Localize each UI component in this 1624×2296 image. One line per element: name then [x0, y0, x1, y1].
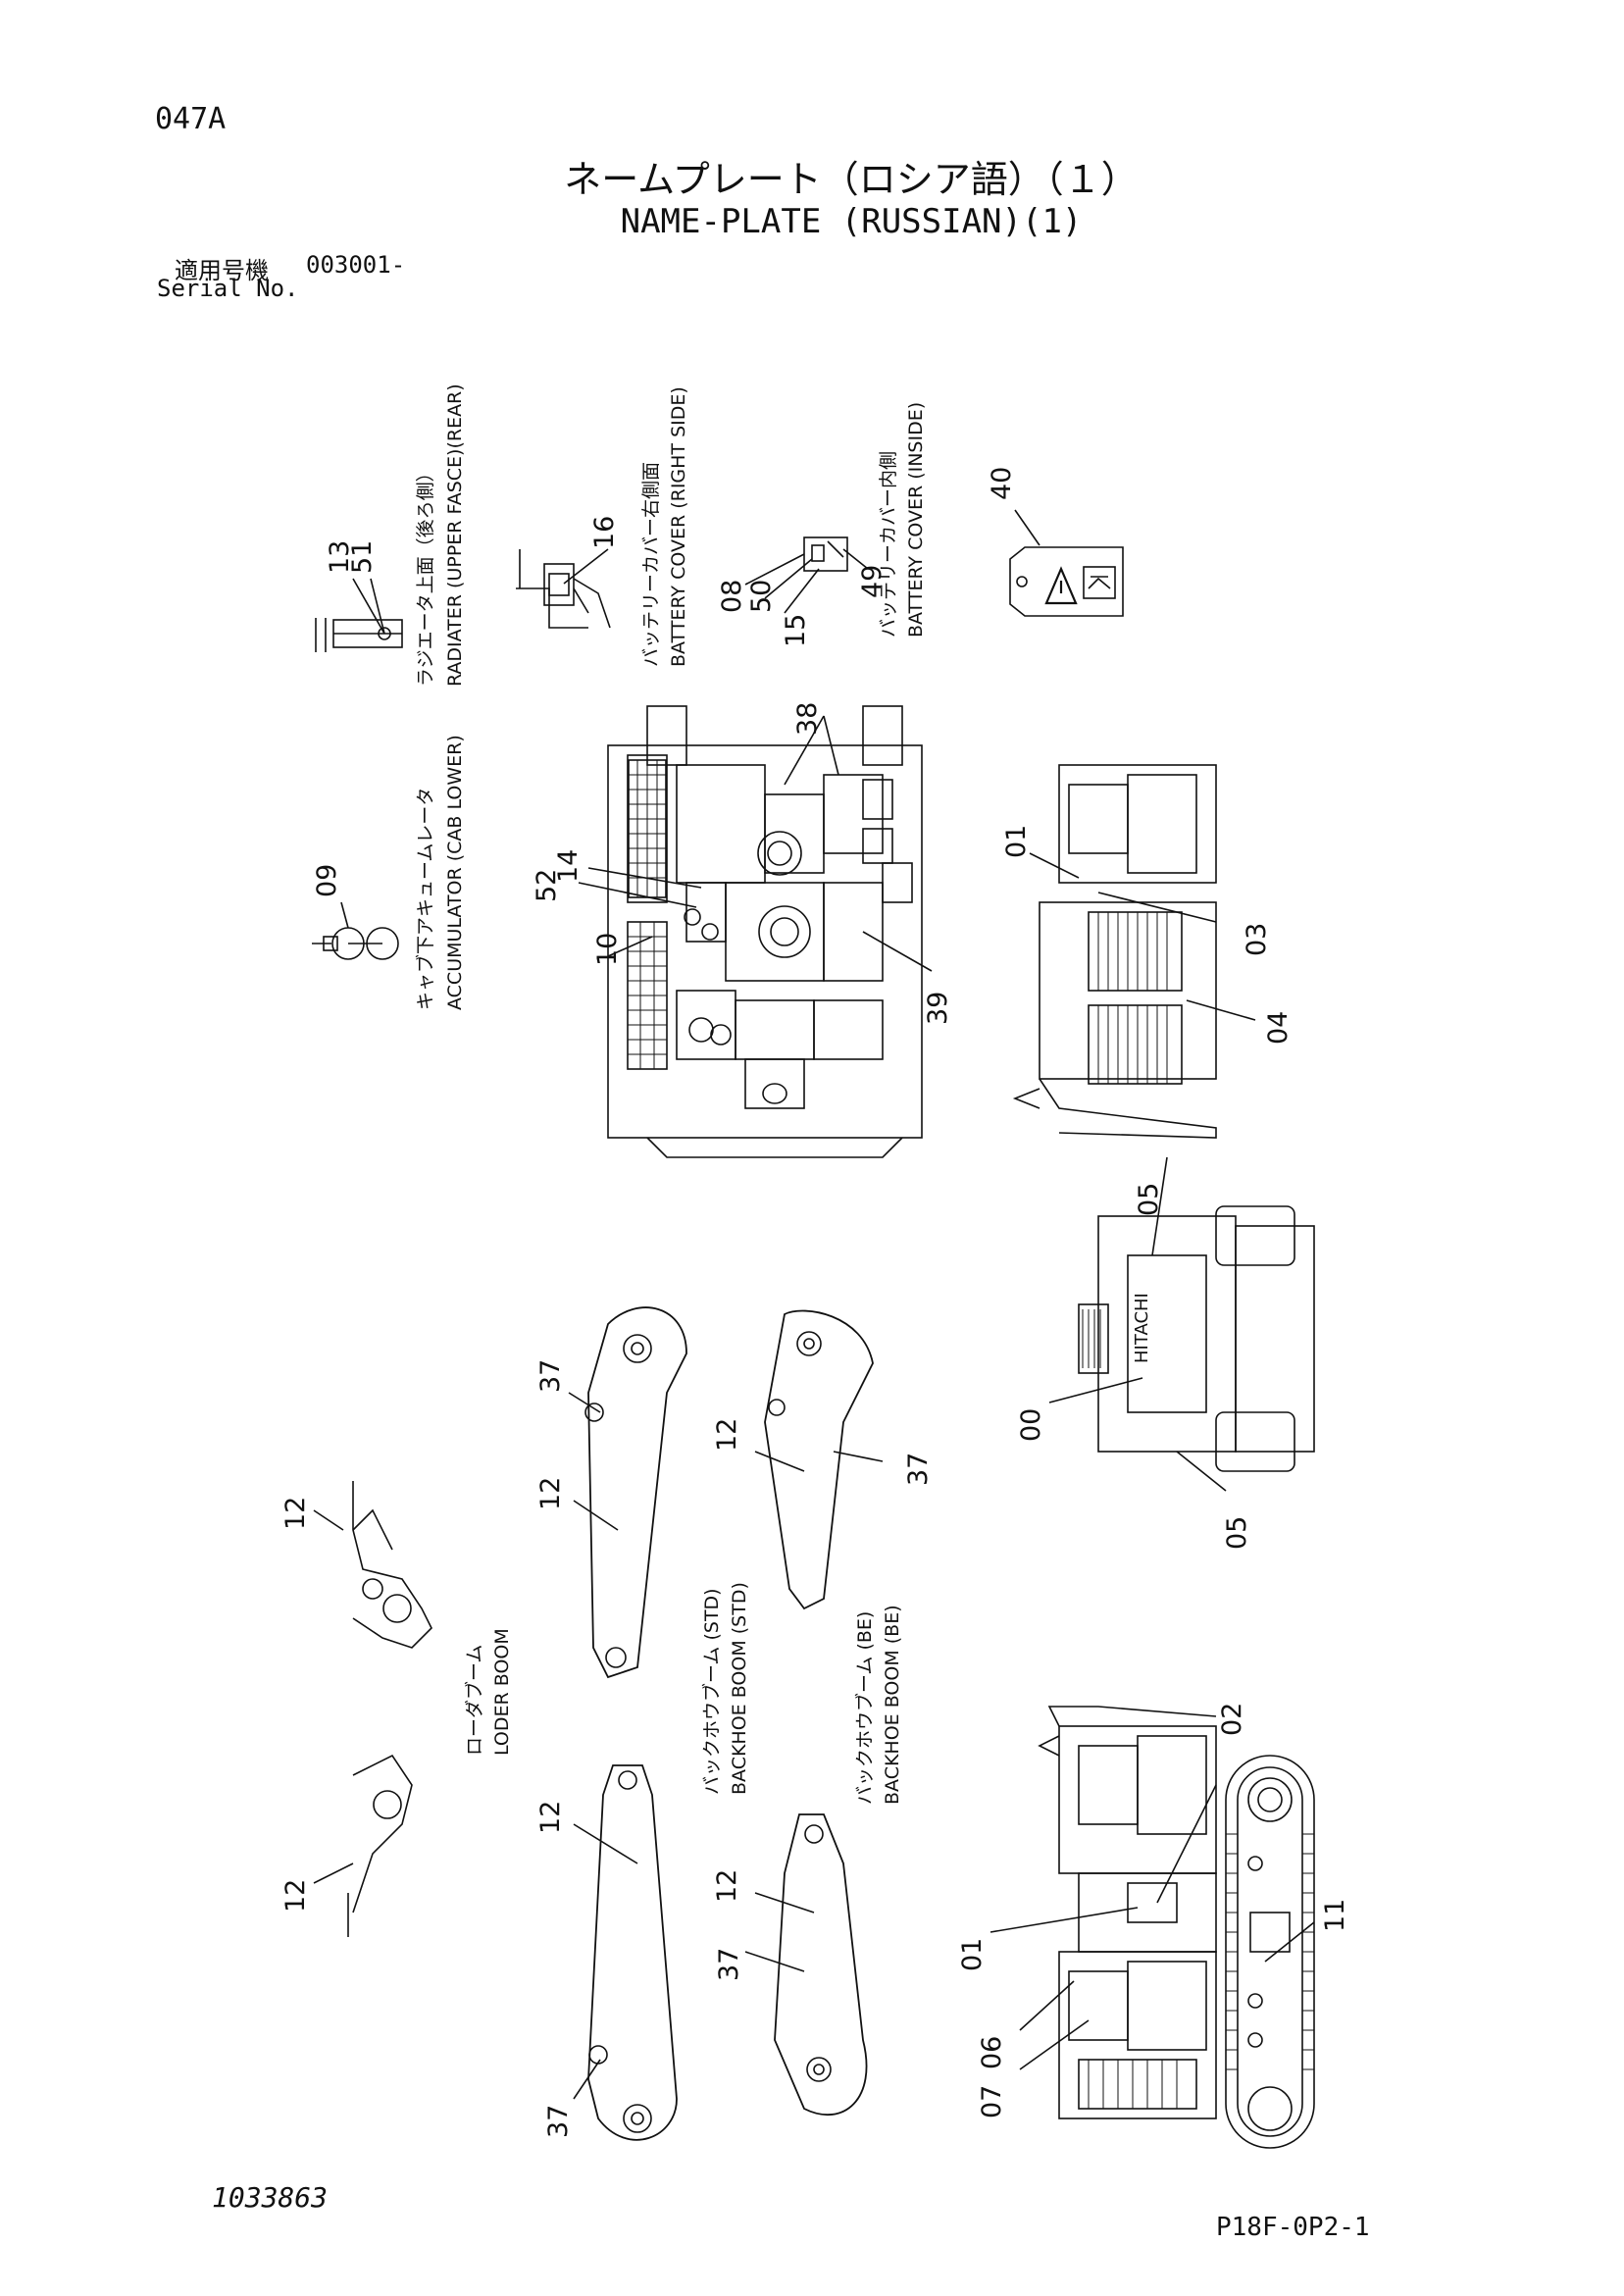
serial-label-japanese: 適用号機 — [175, 257, 269, 284]
callout-40: 40 — [987, 467, 1017, 500]
callout-07: 07 — [977, 2085, 1007, 2118]
accumulator-detail: 09 — [312, 864, 399, 960]
caption-backhoe-std-en: BACKHOE BOOM (STD) — [729, 1582, 750, 1795]
callout-49: 49 — [857, 565, 888, 598]
upper-structure-top-view: 38 52 14 10 39 — [532, 702, 953, 1158]
radiator-detail: 13 51 — [315, 540, 403, 652]
callout-04: 04 — [1263, 1011, 1294, 1045]
battery-inside-detail: 08 50 15 49 — [717, 536, 888, 647]
callout-50: 50 — [746, 580, 777, 613]
callout-09: 09 — [312, 864, 342, 897]
callout-13: 13 — [325, 540, 355, 574]
callout-37-std-upper: 37 — [535, 1359, 566, 1393]
caption-radiator: ラジエータ上面（後ろ側） RADIATER (UPPER FASCE)(REAR… — [415, 383, 466, 687]
callout-03: 03 — [1242, 923, 1272, 956]
excavator-side: 02 — [1038, 1703, 1247, 1953]
callout-10: 10 — [592, 933, 623, 966]
caption-battery-inside: バッテリーカバー内側 BATTERY COVER (INSIDE) — [878, 402, 927, 638]
warning-tag-detail: 40 — [987, 467, 1124, 617]
caption-backhoe-std-jp: バックホウブーム (STD) — [700, 1588, 723, 1795]
caption-battery-right: バッテリーカバー右側面 BATTERY COVER (RIGHT SIDE) — [640, 386, 689, 667]
callout-01-top: 01 — [1001, 825, 1032, 858]
radiator-grille — [628, 759, 667, 898]
callout-16: 16 — [589, 516, 620, 549]
page-reference: P18F-0P2-1 — [1216, 2213, 1370, 2242]
callout-37-be-upper: 37 — [903, 1453, 934, 1486]
caption-battery-inside-jp: バッテリーカバー内側 — [878, 451, 899, 638]
page-code: 047A — [155, 102, 227, 136]
backhoe-be-lower: 12 37 — [712, 1813, 868, 2117]
caption-battery-right-en: BATTERY COVER (RIGHT SIDE) — [668, 386, 689, 667]
caption-radiator-en: RADIATER (UPPER FASCE)(REAR) — [444, 383, 466, 687]
callout-12-std-upper: 12 — [535, 1477, 566, 1510]
caption-backhoe-be: バックホウブーム (BE) BACKHOE BOOM (BE) — [853, 1605, 903, 1805]
caption-backhoe-be-jp: バックホウブーム (BE) — [853, 1611, 876, 1805]
excavator-lower: 01 06 07 — [957, 1907, 1217, 2119]
side-view-machine: 01 03 04 — [1001, 764, 1294, 1139]
title-japanese: ネームプレート（ロシア語）（１） — [564, 158, 1139, 201]
loader-boom-lower: 12 — [280, 1754, 413, 1937]
rear-view-machine: HITACHI 05 00 05 — [1016, 1156, 1315, 1550]
callout-11: 11 — [1320, 1899, 1350, 1932]
caption-backhoe-std: バックホウブーム (STD) BACKHOE BOOM (STD) — [700, 1582, 750, 1795]
callout-12-be-lower: 12 — [712, 1869, 742, 1903]
loader-boom-upper: 12 — [280, 1481, 432, 1649]
caption-accumulator: キャブ下アキュームレータ ACCUMULATOR (CAB LOWER) — [414, 735, 466, 1010]
callout-52: 52 — [532, 869, 562, 902]
callout-12-std-lower: 12 — [535, 1801, 566, 1834]
serial-value: 003001- — [306, 251, 406, 279]
title-english: NAME-PLATE (RUSSIAN)(1) — [620, 202, 1083, 241]
callout-51: 51 — [347, 540, 378, 574]
callout-37-std-lower: 37 — [543, 2105, 574, 2138]
callout-12-loader-lower: 12 — [280, 1879, 311, 1913]
callout-39: 39 — [923, 992, 953, 1025]
callout-37-be-lower: 37 — [714, 1948, 744, 1981]
serial-label-english: Serial No. — [157, 275, 299, 302]
callout-00: 00 — [1016, 1408, 1046, 1442]
caption-accumulator-en: ACCUMULATOR (CAB LOWER) — [444, 735, 466, 1010]
caption-radiator-jp: ラジエータ上面（後ろ側） — [415, 463, 436, 687]
caption-battery-right-jp: バッテリーカバー右側面 — [640, 462, 662, 667]
battery-right-detail: 16 — [516, 516, 620, 629]
callout-02: 02 — [1217, 1703, 1247, 1736]
callout-01-lower: 01 — [957, 1938, 988, 1971]
callout-14: 14 — [553, 849, 584, 883]
caption-accumulator-jp: キャブ下アキュームレータ — [414, 788, 436, 1010]
caption-battery-inside-en: BATTERY COVER (INSIDE) — [905, 402, 927, 638]
callout-15: 15 — [781, 614, 811, 647]
callout-05-top: 05 — [1134, 1183, 1164, 1216]
callout-38: 38 — [792, 702, 823, 736]
callout-08: 08 — [717, 580, 747, 613]
track-side-view: 11 — [1225, 1755, 1350, 2149]
callout-05-bottom: 05 — [1222, 1516, 1252, 1550]
backhoe-std-upper: 37 12 — [535, 1306, 687, 1679]
caption-loader-en: LODER BOOM — [491, 1628, 513, 1756]
document-number: 1033863 — [212, 2181, 329, 2214]
backhoe-be-upper: 12 37 — [712, 1309, 934, 1610]
callout-06: 06 — [977, 2036, 1007, 2069]
caption-loader-jp: ローダブーム — [463, 1645, 485, 1756]
callout-12-loader-upper: 12 — [280, 1497, 311, 1530]
caption-loader-boom: ローダブーム LODER BOOM — [463, 1628, 513, 1756]
brand-hitachi-rear: HITACHI — [1132, 1293, 1152, 1363]
backhoe-std-lower: 12 37 — [535, 1764, 678, 2141]
caption-backhoe-be-en: BACKHOE BOOM (BE) — [882, 1605, 903, 1805]
callout-12-be-upper: 12 — [712, 1418, 742, 1452]
